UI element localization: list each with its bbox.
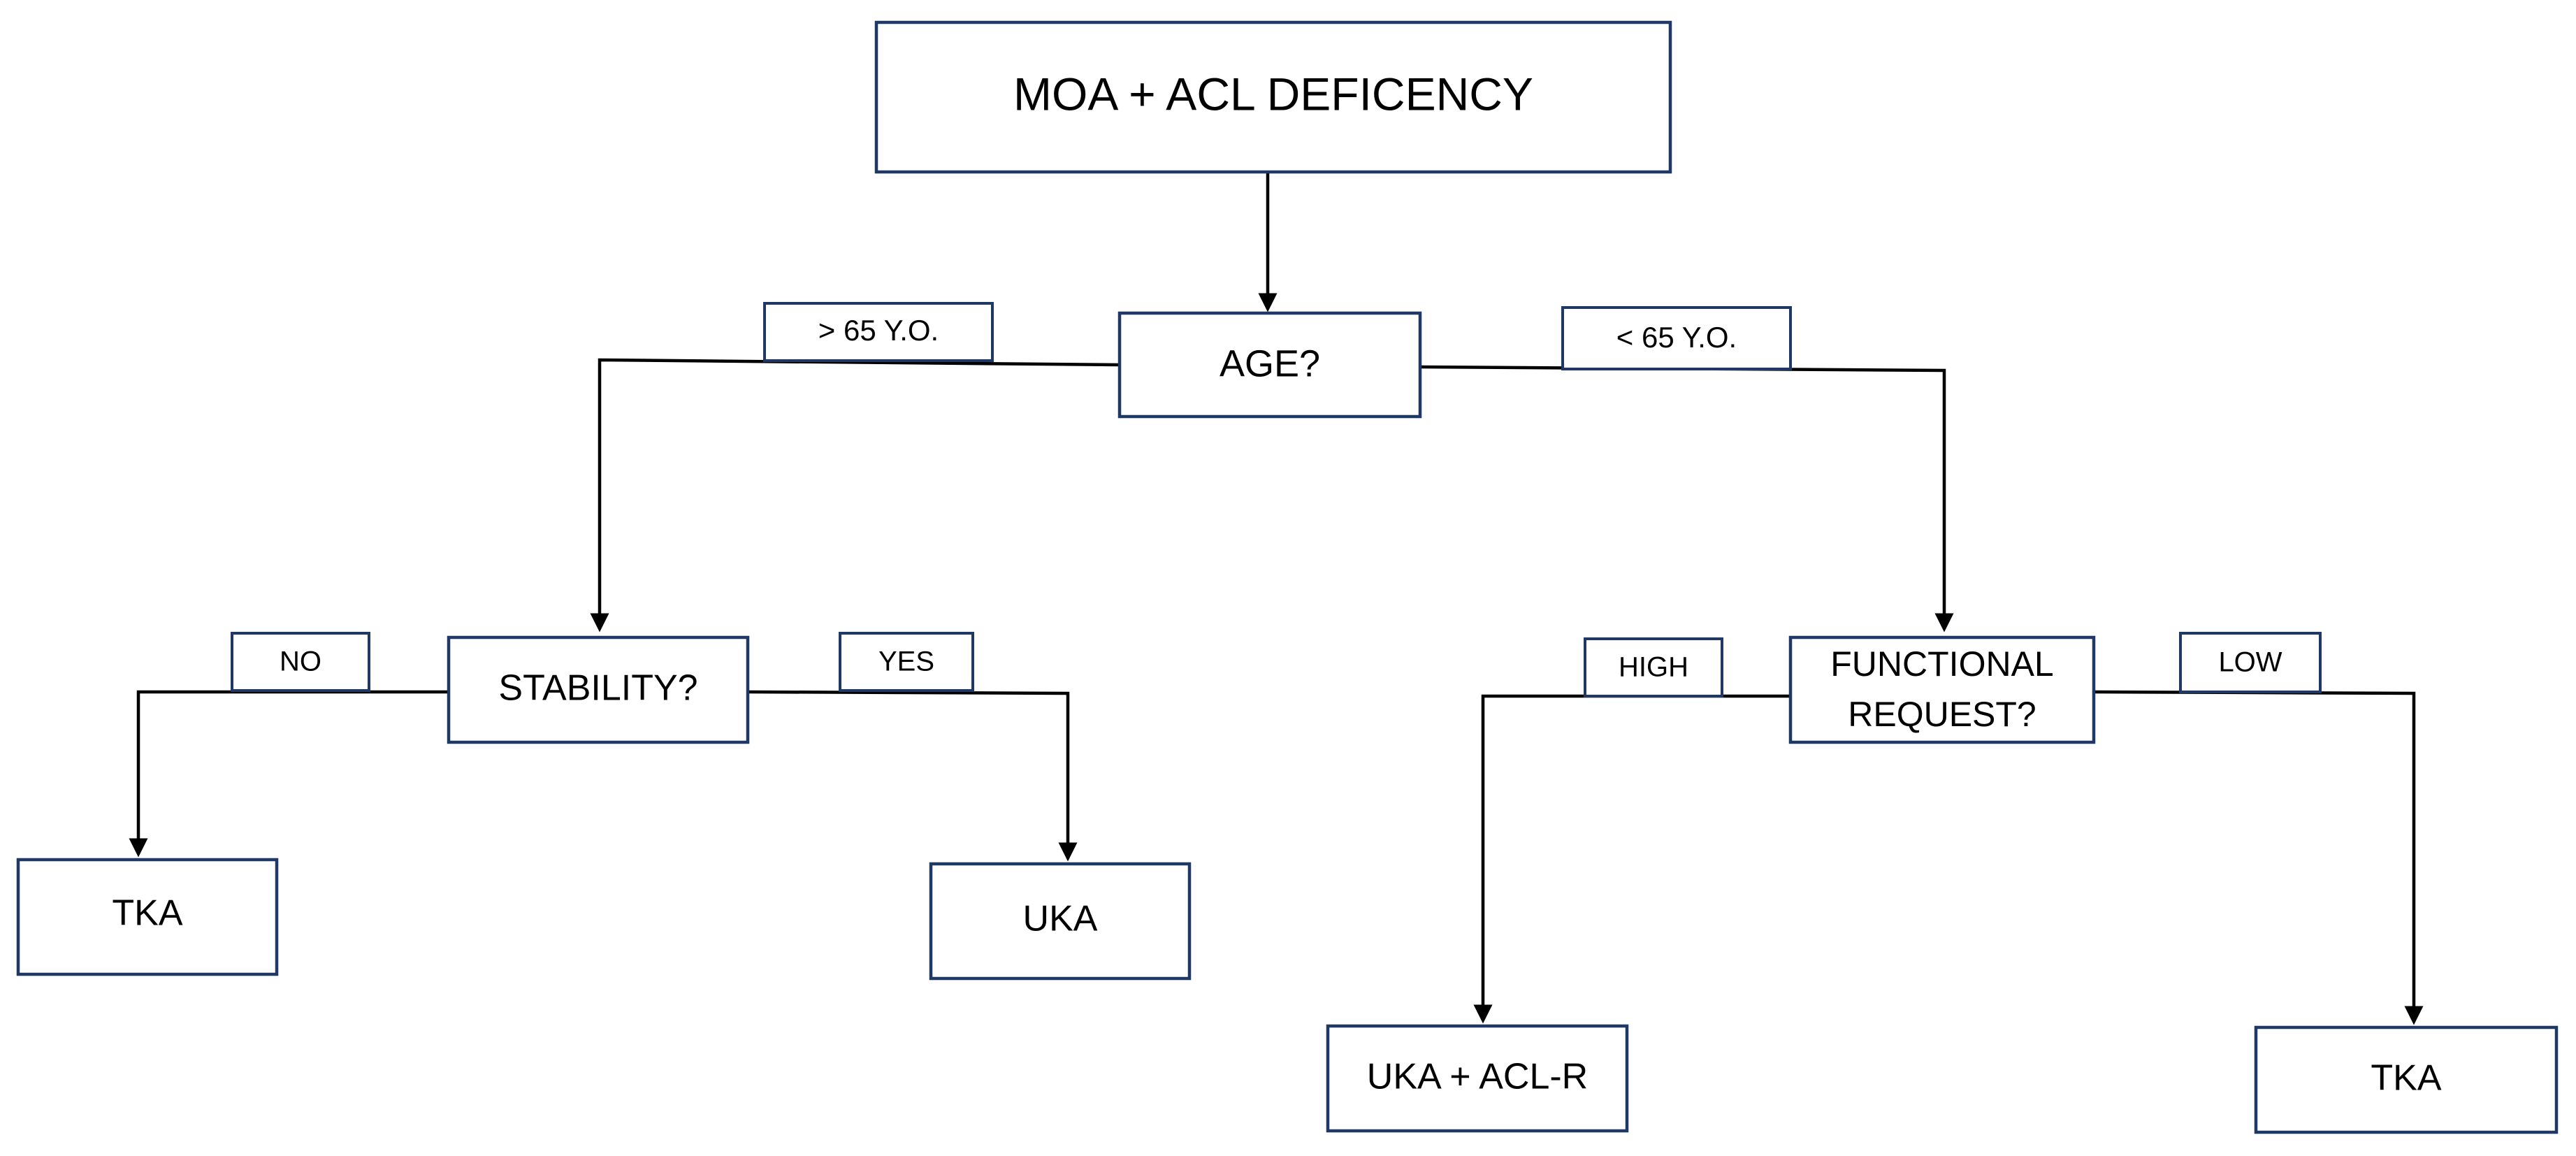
branch-label-high-text: HIGH xyxy=(1619,652,1688,683)
outcome-tka-right-text: TKA xyxy=(2371,1058,2441,1099)
functional-request-line1: FUNCTIONAL xyxy=(1830,644,2053,684)
branch-label-no: NO xyxy=(231,632,370,692)
stability-decision-text: STABILITY? xyxy=(498,668,697,709)
branch-label-no-text: NO xyxy=(280,646,321,677)
branch-label-high: HIGH xyxy=(1584,637,1723,698)
stability-decision-node: STABILITY? xyxy=(447,635,750,744)
branch-label-under-65-text: < 65 Y.O. xyxy=(1616,321,1737,354)
branch-label-yes-text: YES xyxy=(878,646,934,677)
branch-label-low: LOW xyxy=(2179,632,2322,693)
title-node: MOA + ACL DEFICENCY xyxy=(874,20,1672,174)
outcome-tka-right: TKA xyxy=(2254,1025,2559,1134)
outcome-tka-left-text: TKA xyxy=(112,893,182,934)
connector-age-to-stability xyxy=(590,358,1120,633)
connector-functional-to-tka xyxy=(2094,690,2424,1025)
branch-label-over-65: > 65 Y.O. xyxy=(763,302,994,362)
branch-label-over-65-text: > 65 Y.O. xyxy=(818,314,939,347)
connectors xyxy=(129,173,2424,1025)
functional-request-line2: REQUEST? xyxy=(1848,695,2036,734)
branch-label-low-text: LOW xyxy=(2218,647,2282,678)
outcome-uka: UKA xyxy=(929,862,1192,981)
functional-request-decision-node: FUNCTIONAL REQUEST? xyxy=(1788,635,2096,744)
branch-label-under-65: < 65 Y.O. xyxy=(1561,306,1792,370)
branch-label-yes: YES xyxy=(839,632,974,692)
outcome-uka-text: UKA xyxy=(1023,899,1098,939)
age-decision-node: AGE? xyxy=(1117,311,1422,419)
outcome-uka-acl-r: UKA + ACL-R xyxy=(1326,1024,1629,1133)
age-decision-text: AGE? xyxy=(1220,342,1320,384)
connector-functional-to-uka-aclr xyxy=(1473,694,1790,1024)
title-text: MOA + ACL DEFICENCY xyxy=(1013,68,1533,120)
outcome-tka-left: TKA xyxy=(16,858,279,976)
outcome-uka-acl-r-text: UKA + ACL-R xyxy=(1367,1057,1588,1097)
connector-stability-to-uka xyxy=(748,690,1078,862)
connector-stability-to-tka xyxy=(129,690,449,858)
connector-age-to-functional xyxy=(1418,365,1954,633)
